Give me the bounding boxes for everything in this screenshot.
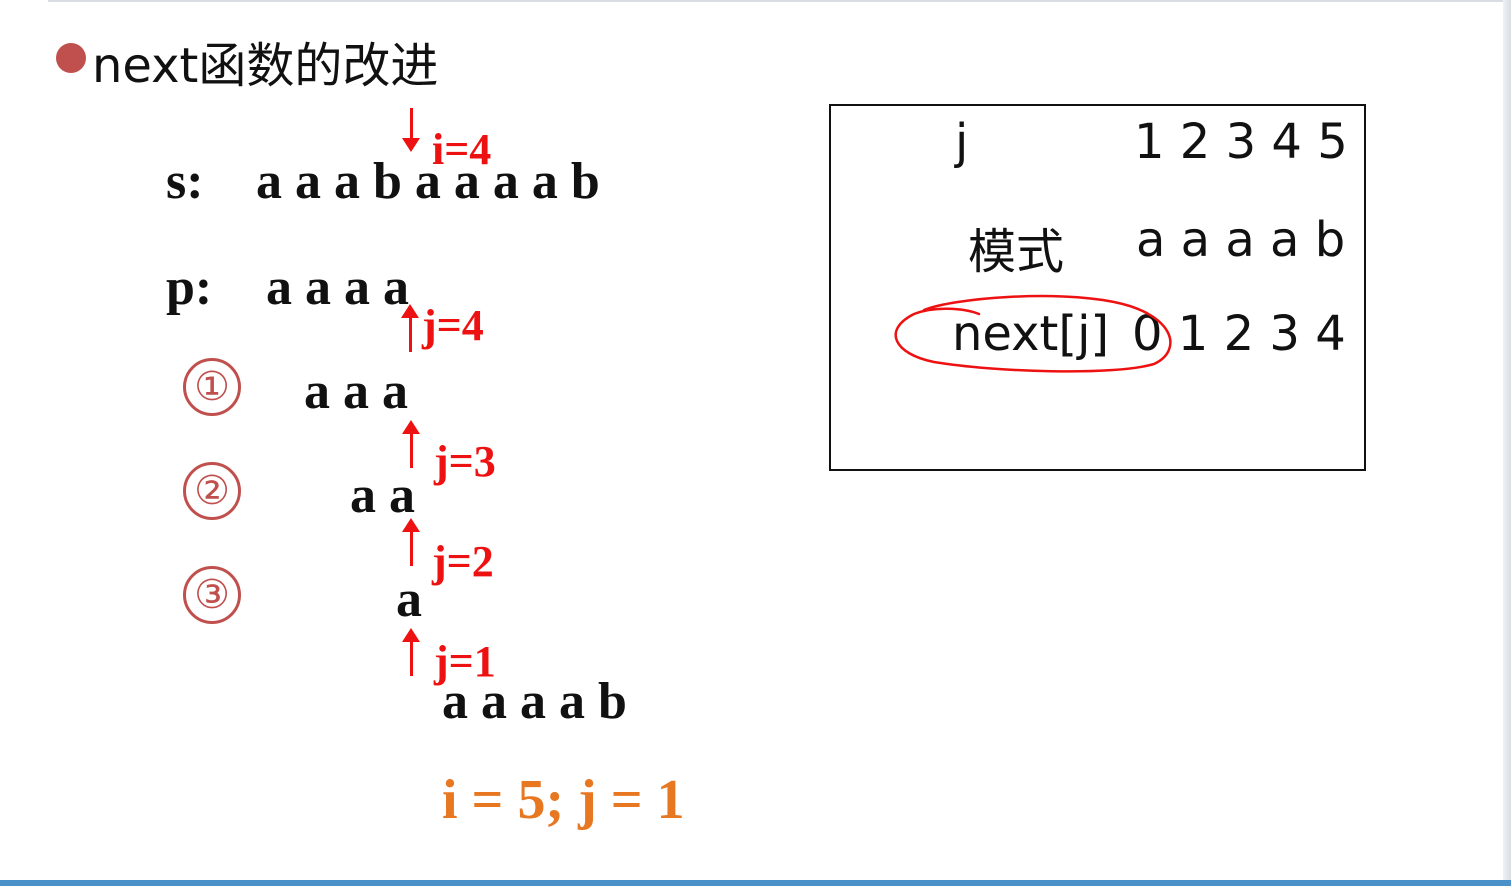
highlight-ellipse — [894, 294, 1172, 373]
table-values-next: 0 1 2 3 4 — [1132, 306, 1346, 362]
title-bullet-icon — [56, 43, 86, 73]
final-pattern-chars: a a a a b — [442, 673, 627, 730]
slide-title: next函数的改进 — [92, 38, 439, 94]
bottom-accent-bar — [0, 880, 1511, 886]
next-table — [829, 104, 1366, 471]
table-header-next: next[j] — [952, 306, 1110, 362]
step-2-chars: a a — [350, 467, 415, 524]
j1-up-arrow — [410, 640, 413, 676]
j2-up-arrow — [410, 530, 413, 566]
i-down-arrow-head — [402, 138, 420, 152]
table-header-j: j — [955, 114, 969, 170]
step-marker-2: ② — [183, 462, 241, 520]
annotation-j4: j=4 — [422, 301, 484, 350]
i-down-arrow — [410, 108, 413, 138]
p-row-label: p: — [166, 259, 213, 316]
annotation-j2: j=2 — [432, 537, 494, 586]
result-text: i = 5; j = 1 — [442, 769, 685, 831]
step-3-chars: a — [396, 571, 422, 628]
top-rule — [48, 0, 1511, 2]
j2-up-arrow-head — [402, 518, 420, 532]
annotation-j3: j=3 — [434, 437, 496, 486]
j4-up-arrow-head — [401, 304, 419, 318]
right-scroll-edge — [1503, 0, 1511, 880]
j3-up-arrow-head — [402, 420, 420, 434]
j1-up-arrow-head — [402, 628, 420, 642]
annotation-i4: i=4 — [432, 125, 492, 174]
step-1-chars: a a a — [304, 363, 408, 420]
table-values-pattern: a a a a b — [1136, 212, 1346, 268]
table-header-pattern: 模式 — [968, 224, 1065, 280]
table-values-j: 1 2 3 4 5 — [1134, 114, 1348, 170]
s-row-label: s: — [166, 153, 204, 210]
p-row-chars: a a a a — [266, 259, 409, 316]
step-marker-1: ① — [183, 358, 241, 416]
j4-up-arrow — [409, 316, 412, 352]
annotation-j1: j=1 — [434, 637, 496, 686]
j3-up-arrow — [410, 432, 413, 468]
s-row-chars: a a a b a a a a b — [256, 153, 600, 210]
step-marker-3: ③ — [183, 566, 241, 624]
